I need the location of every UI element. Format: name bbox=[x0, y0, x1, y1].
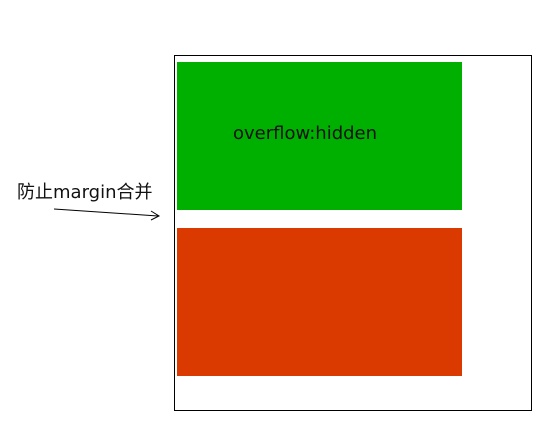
red-block bbox=[177, 228, 462, 376]
overflow-hidden-label: overflow:hidden bbox=[233, 123, 378, 144]
outer-container-box bbox=[174, 55, 532, 411]
green-block bbox=[177, 62, 462, 210]
annotation-text: 防止margin合并 bbox=[17, 182, 153, 203]
